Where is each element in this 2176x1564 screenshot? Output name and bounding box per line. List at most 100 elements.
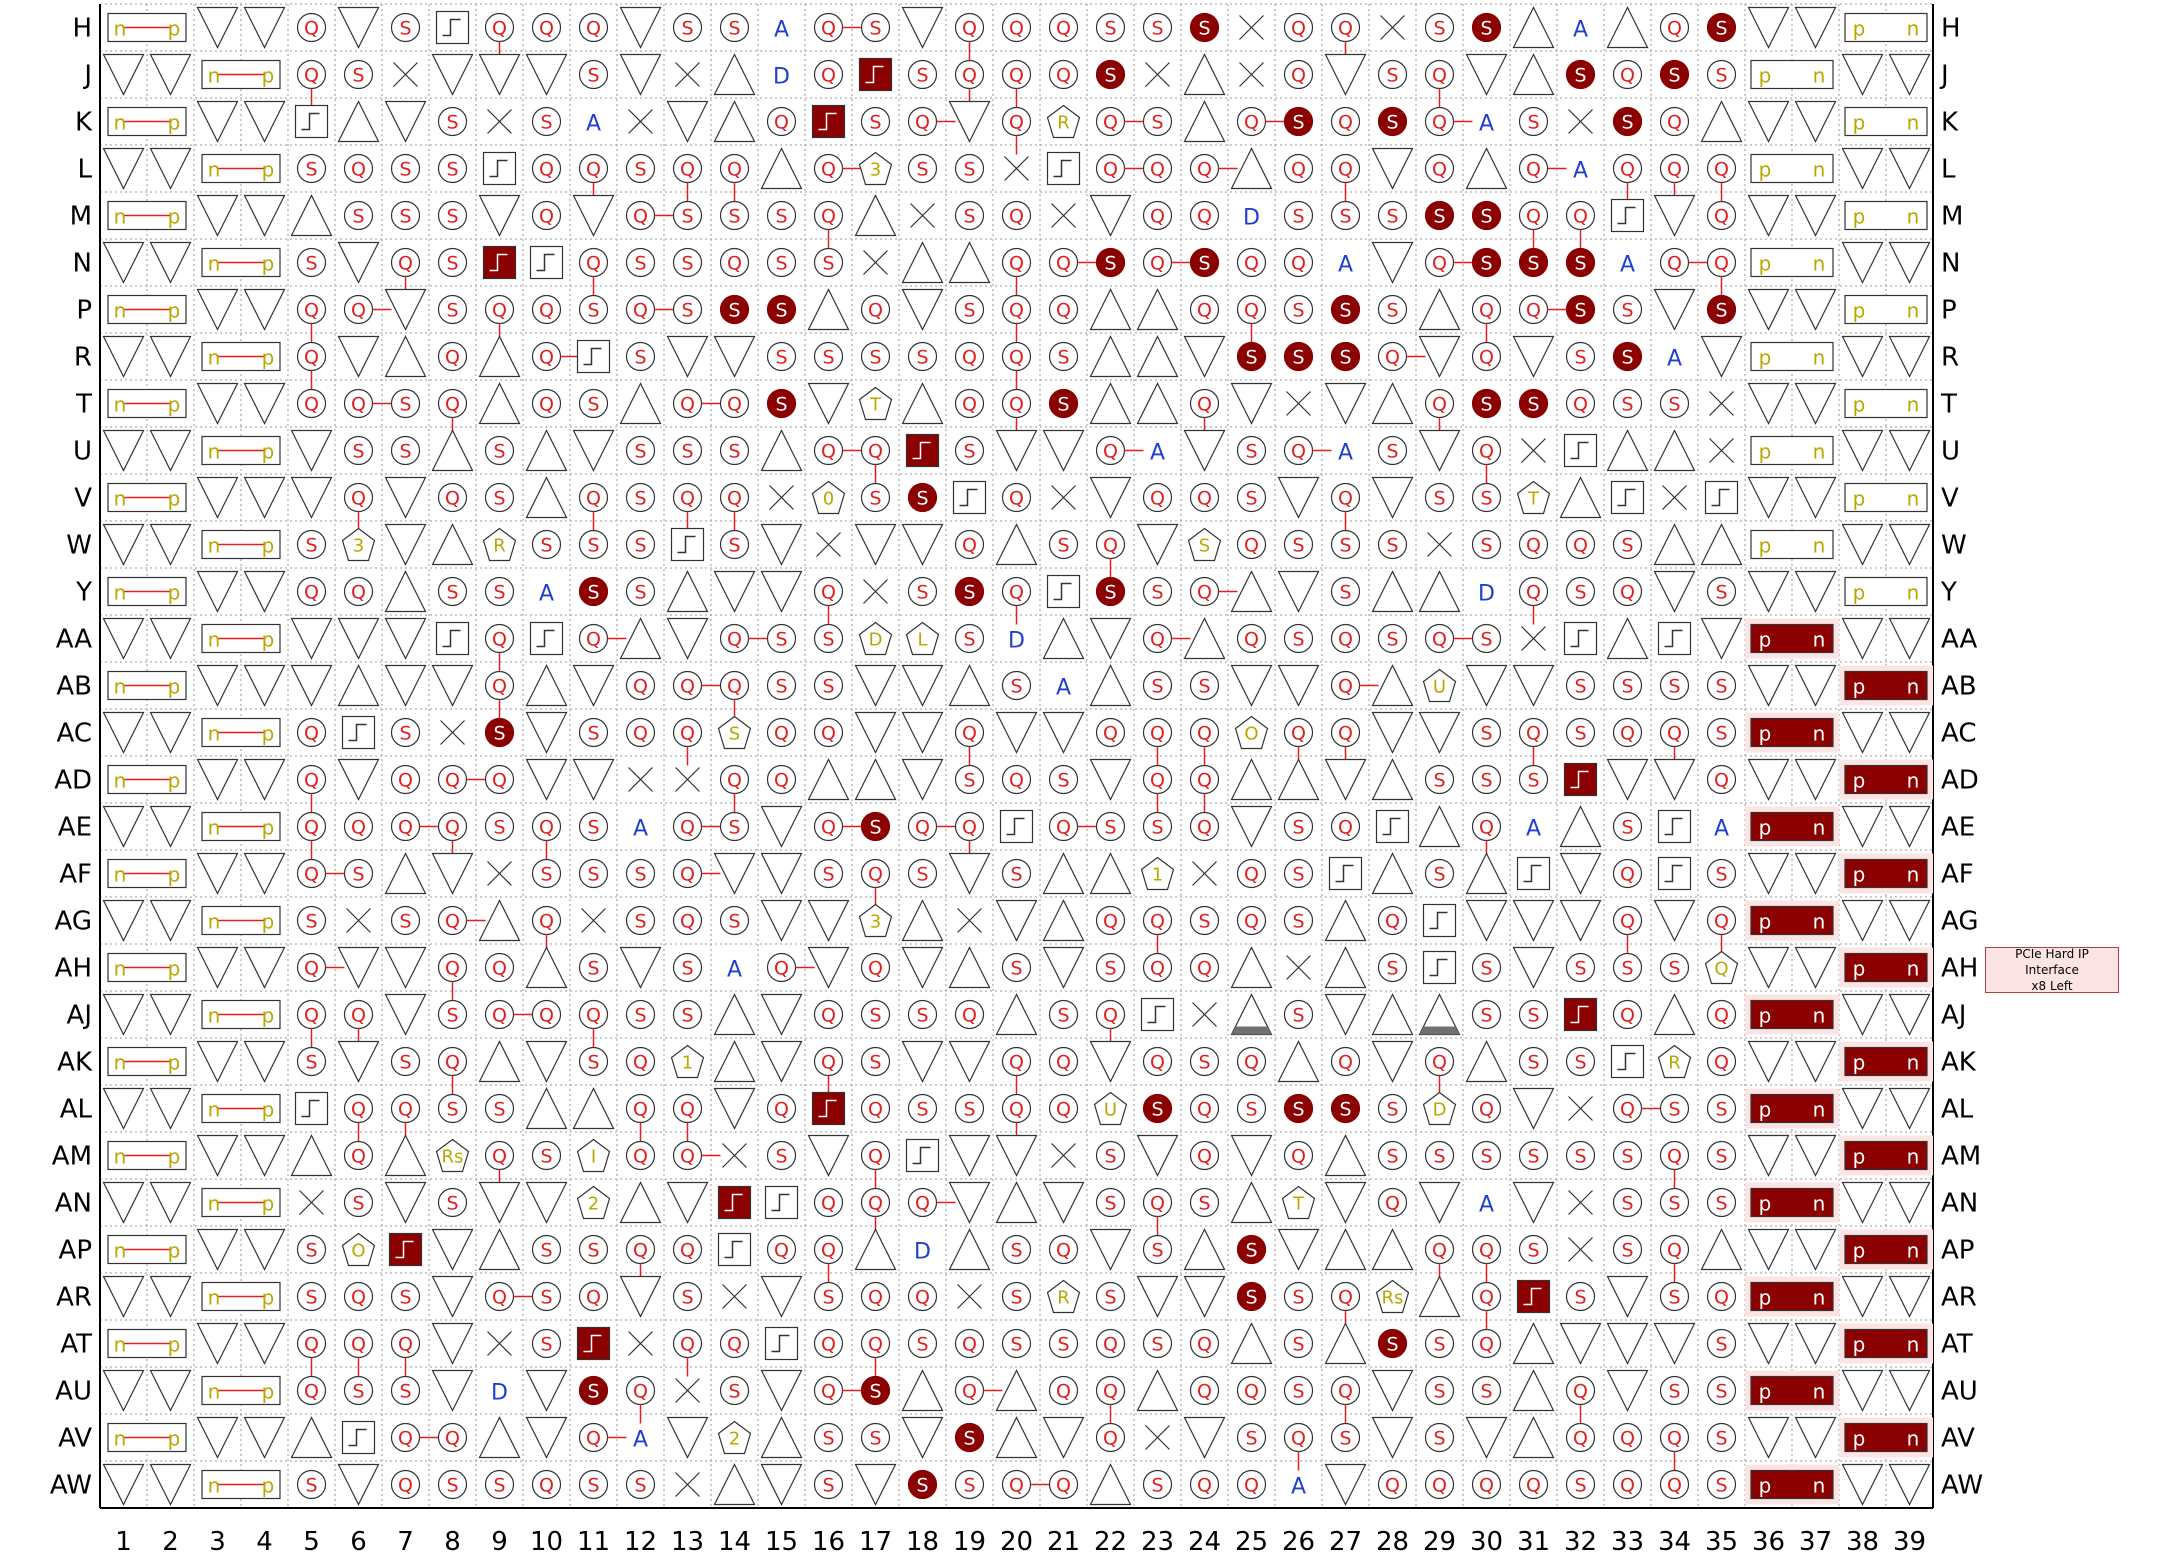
io-pin-icon	[1377, 200, 1408, 231]
io-pin-letter: Q	[492, 958, 507, 980]
io-pin-icon	[1471, 482, 1502, 513]
io-pin-letter: S	[634, 1005, 646, 1027]
square-wave-icon	[912, 441, 931, 460]
pin-AM-19	[948, 1134, 991, 1177]
power-band-icon	[1419, 1026, 1460, 1035]
clock-pin-icon	[905, 433, 940, 468]
pin-M-7: S	[390, 200, 421, 231]
pin-AH-24: Q	[1189, 952, 1220, 983]
io-pin-letter: S	[305, 1052, 317, 1074]
io-pin-letter: Q	[915, 1287, 930, 1309]
pin-AR-22: S	[1095, 1281, 1126, 1312]
io-pin-letter: S	[1198, 253, 1210, 275]
pin-J-27	[1324, 53, 1367, 96]
io-pin-icon	[766, 388, 797, 419]
pin-H-22: S	[1095, 12, 1126, 43]
io-pin-letter: Q	[1009, 394, 1024, 416]
io-pin-icon	[1283, 294, 1314, 325]
io-pin-icon	[484, 435, 515, 466]
pin-J-11: S	[578, 59, 609, 90]
io-pin-icon	[1518, 764, 1549, 795]
pin-K-25: Q	[1236, 106, 1285, 137]
ground-pin-icon	[431, 1275, 474, 1318]
pin-AU-21: Q	[1048, 1375, 1079, 1406]
pin-AT-24: Q	[1189, 1328, 1220, 1359]
ground-pin-icon	[196, 758, 239, 801]
power-pin-icon	[619, 617, 662, 660]
square-wave-icon	[1053, 582, 1072, 601]
pin-AB-27: Q	[1330, 670, 1379, 701]
ground-pin-icon	[1653, 570, 1696, 613]
clock-pin-icon	[1563, 997, 1598, 1032]
analog-pin-letter: D	[1478, 582, 1495, 607]
pin-L-21	[1046, 151, 1081, 186]
io-pin-letter: S	[681, 1005, 693, 1027]
io-pin-icon	[1377, 294, 1408, 325]
pin-P-36	[1747, 288, 1790, 331]
pin-AF-20: S	[1001, 858, 1032, 889]
pair-p-label: p	[262, 722, 275, 746]
pair-p-label: p	[168, 769, 181, 793]
io-pin-icon	[1424, 764, 1455, 795]
io-pin-letter: S	[916, 1475, 928, 1497]
io-pin-letter: Q	[586, 1287, 601, 1309]
pair-n-label: n	[1813, 816, 1826, 840]
io-pin-icon	[1048, 59, 1079, 90]
pin-V-5	[290, 476, 333, 519]
config-pin-letter: 3	[353, 536, 364, 557]
io-pin-icon	[1565, 529, 1596, 560]
io-pin-letter: Q	[727, 159, 742, 181]
no-connect-icon	[487, 109, 512, 134]
ground-pin-icon	[1277, 476, 1320, 519]
pin-U-12: S	[625, 435, 656, 466]
ground-pin-icon	[1747, 852, 1790, 895]
pin-AM-14	[722, 1143, 747, 1168]
io-pin-letter: Q	[821, 817, 836, 839]
io-pin-icon	[296, 717, 327, 748]
io-pin-icon	[578, 388, 609, 419]
power-pin-icon	[384, 1134, 427, 1177]
pin-AW-28: Q	[1377, 1469, 1408, 1500]
pin-AJ-21: S	[1048, 999, 1079, 1030]
pin-R-10: Q	[531, 341, 580, 372]
io-pin-letter: Q	[1009, 206, 1024, 228]
io-pin-letter: Q	[1056, 1099, 1071, 1121]
ground-pin-icon	[525, 1040, 568, 1083]
pin-W-5: S	[296, 529, 327, 560]
io-pin-icon	[343, 153, 374, 184]
pin-V-3	[196, 476, 239, 519]
io-pin-letter: Q	[727, 676, 742, 698]
pin-AN-15	[764, 1185, 799, 1220]
io-pin-letter: Q	[1244, 1381, 1259, 1403]
io-pin-letter: S	[1621, 676, 1633, 698]
io-pin-letter: S	[916, 582, 928, 604]
pin-AC-9: S	[484, 717, 515, 748]
no-connect-icon	[675, 62, 700, 87]
io-pin-letter: Q	[1103, 159, 1118, 181]
pin-W-31: Q	[1518, 529, 1549, 560]
ground-pin-icon	[1794, 852, 1837, 895]
io-pin-icon	[672, 905, 703, 936]
io-pin-letter: S	[869, 18, 881, 40]
pair-p-label: p	[168, 393, 181, 417]
pin-AP-3	[196, 1228, 239, 1271]
io-pin-letter: Q	[915, 112, 930, 134]
io-pin-icon	[954, 294, 985, 325]
pin-AE-22: S	[1095, 811, 1126, 842]
pin-K-34: Q	[1659, 106, 1690, 137]
io-pin-letter: Q	[821, 1334, 836, 1356]
pin-AT-30: Q	[1471, 1328, 1502, 1359]
pin-Y-7	[384, 570, 427, 613]
pin-AP-37	[1794, 1228, 1837, 1271]
pair-n-label: n	[1907, 1333, 1920, 1357]
pin-AD-19: S	[954, 764, 985, 795]
pair-n-label: n	[1907, 863, 1920, 887]
pin-W-12: S	[625, 529, 656, 560]
power-pin-icon	[1042, 617, 1085, 660]
pin-AF-7	[384, 852, 427, 895]
pin-N-34: Q	[1659, 247, 1708, 278]
io-pin-letter: Q	[1667, 1475, 1682, 1497]
pin-L-33: Q	[1612, 153, 1643, 202]
row-label-left-AK: AK	[57, 1048, 93, 1078]
